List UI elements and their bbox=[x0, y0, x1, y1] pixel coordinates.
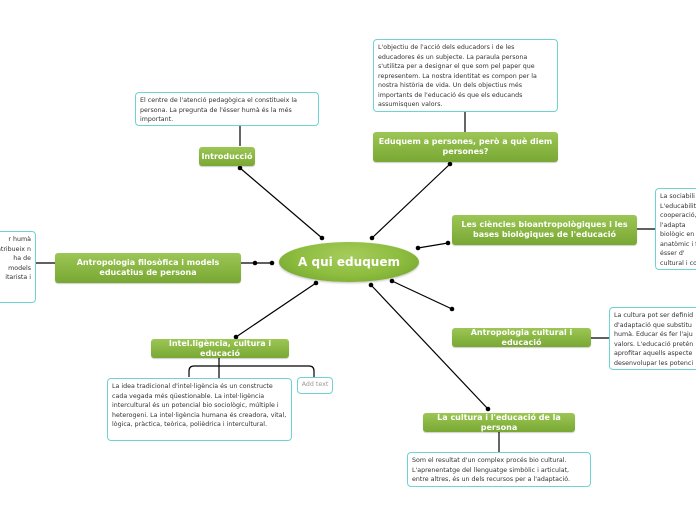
note-intelligencia-text: La idea tradicional d'intel·ligència és … bbox=[112, 383, 287, 428]
dot-cultura bbox=[485, 406, 491, 412]
link-add-text bbox=[188, 365, 315, 377]
note-cultura[interactable]: Som el resultat d'un complex procés bio … bbox=[407, 452, 591, 487]
topic-antropologia-cultural-label: Antropologia cultural i educació bbox=[470, 327, 573, 347]
dot-ciencies bbox=[445, 240, 451, 246]
dot-introduccio bbox=[237, 165, 243, 171]
central-topic[interactable]: A qui eduquem bbox=[279, 242, 419, 282]
dot-center-filosofica bbox=[269, 260, 275, 266]
topic-ciencies[interactable]: Les ciències bioantropològiques i les ba… bbox=[452, 215, 637, 245]
topic-introduccio[interactable]: Introducció bbox=[199, 147, 255, 166]
note-add-text-label: Add text bbox=[301, 381, 329, 388]
note-antropologia-filosofica[interactable]: r humà ontribueix n ha de models itarist… bbox=[0, 231, 36, 303]
note-antropologia-cultural[interactable]: La cultura pot ser definid d'adaptació q… bbox=[609, 307, 696, 370]
central-topic-label: A qui eduquem bbox=[298, 255, 400, 269]
link-intelligencia bbox=[235, 282, 317, 338]
note-antropologia-filosofica-text: r humà ontribueix n ha de models itarist… bbox=[0, 236, 31, 281]
note-eduquem-persones-text: L'objectiu de l'acció dels educadors i d… bbox=[378, 44, 537, 108]
topic-eduquem-persones-label: Eduquem a persones, però a què diem pers… bbox=[378, 137, 553, 156]
dot-filosofica bbox=[252, 260, 258, 266]
dot-cultural bbox=[449, 306, 455, 312]
topic-cultura-label: La cultura i l'educació de la persona bbox=[437, 412, 561, 432]
note-add-text[interactable]: Add text bbox=[297, 377, 333, 394]
note-intelligencia[interactable]: La idea tradicional d'intel·ligència és … bbox=[107, 378, 292, 441]
dot-center-cultura bbox=[368, 282, 374, 288]
dot-center-introduccio bbox=[319, 235, 325, 241]
note-introduccio[interactable]: El centre de l'atenció pedagògica el con… bbox=[135, 92, 319, 126]
topic-ciencies-label: Les ciències bioantropològiques i les ba… bbox=[461, 220, 628, 239]
link-cultura bbox=[370, 284, 489, 410]
topic-introduccio-label: Introducció bbox=[201, 151, 253, 161]
link-antropologia-cultural bbox=[391, 280, 453, 310]
dot-intelligencia bbox=[233, 334, 239, 340]
link-eduquem-persones bbox=[371, 163, 451, 239]
dot-eduquem bbox=[447, 161, 453, 167]
topic-antropologia-filosofica-label: Antropologia filosòfica i models educati… bbox=[76, 258, 220, 277]
dot-center-intelligencia bbox=[313, 280, 319, 286]
note-ciencies-text: La sociabili L'educabilit cooperació, de… bbox=[660, 193, 696, 267]
link-ciencies bbox=[417, 242, 449, 249]
dot-center-eduquem bbox=[369, 235, 375, 241]
note-ciencies[interactable]: La sociabili L'educabilit cooperació, de… bbox=[655, 188, 696, 270]
topic-antropologia-cultural[interactable]: Antropologia cultural i educació bbox=[452, 328, 591, 347]
note-antropologia-cultural-text: La cultura pot ser definid d'adaptació q… bbox=[614, 312, 694, 367]
note-cultura-text: Som el resultat d'un complex procés bio … bbox=[412, 457, 570, 483]
dot-center-cultural bbox=[389, 278, 395, 284]
topic-intelligencia[interactable]: Intel.ligència, cultura i educació bbox=[151, 339, 289, 358]
note-introduccio-text: El centre de l'atenció pedagògica el con… bbox=[140, 97, 297, 123]
dot-center-ciencies bbox=[415, 245, 421, 251]
note-eduquem-persones[interactable]: L'objectiu de l'acció dels educadors i d… bbox=[373, 39, 558, 112]
topic-eduquem-persones[interactable]: Eduquem a persones, però a què diem pers… bbox=[373, 132, 558, 162]
topic-antropologia-filosofica[interactable]: Antropologia filosòfica i models educati… bbox=[55, 253, 241, 283]
link-introduccio bbox=[239, 167, 323, 239]
topic-cultura[interactable]: La cultura i l'educació de la persona bbox=[423, 413, 575, 432]
topic-intelligencia-label: Intel.ligència, cultura i educació bbox=[168, 338, 272, 358]
